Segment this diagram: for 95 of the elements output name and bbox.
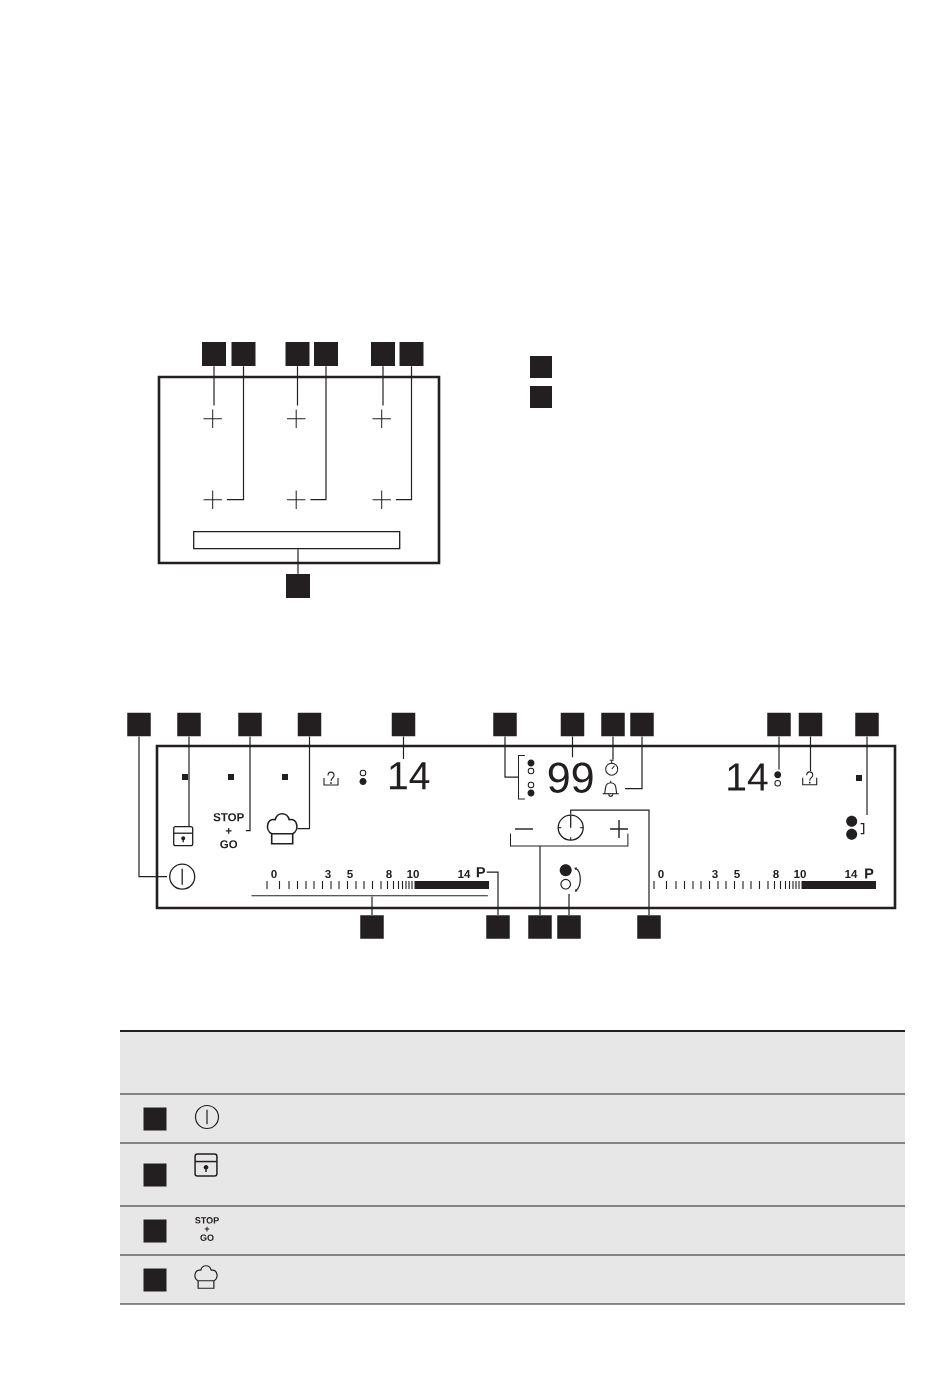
display-digits: 99 [548,762,593,793]
panel-strip [193,531,401,550]
scale-number: 5 [734,870,740,878]
callout-square [637,915,661,939]
callout-square [143,1268,167,1292]
callout-square [143,1163,167,1187]
leader-line [504,735,520,778]
rotate-icon [559,864,581,892]
callout-square [798,712,823,737]
display-digits: 14 [728,763,768,791]
leader-line [612,735,614,761]
leader-line [188,735,190,828]
scale-letter: P [865,868,874,879]
leader-line [809,735,812,772]
callout-square [399,342,424,366]
scale-number: 3 [325,869,331,879]
leader-line [571,735,574,758]
cross-mark [372,409,392,429]
bracket [510,833,629,847]
scale-number: 3 [712,869,718,879]
scale-number: 14 [458,870,471,878]
lock-icon [173,826,194,847]
underline [251,895,489,897]
cross-mark [286,490,306,510]
cross-mark [203,490,223,510]
chef-hat-icon [266,812,298,845]
callout-square [143,1107,167,1131]
callout-square [560,712,585,737]
leader-line [539,845,541,916]
callout-square [391,712,416,737]
scale-number: 5 [347,870,353,878]
leader-line [778,735,780,771]
stop-go-label: STOP + GO [213,813,244,849]
scale-number: 0 [271,869,277,879]
callout-square [202,342,226,366]
control-panel [155,744,897,910]
scale-number: 10 [794,869,806,879]
scale-letter: P [476,867,486,878]
leader-line [486,871,499,916]
leader-line [624,735,643,790]
leader-line [371,895,373,916]
callout-square [528,915,552,939]
callout-square [530,386,552,408]
callout-square [297,712,322,737]
callout-square [601,712,625,737]
leader-line [296,735,311,830]
leader-line [226,365,245,501]
callout-square [231,342,256,366]
bell-icon [602,780,620,797]
leader-line [382,365,384,407]
callout-square [486,915,510,939]
stop-go-label: STOP + GO [195,1217,219,1241]
cross-mark [372,490,392,510]
callout-square [238,712,262,737]
bracket [518,755,526,800]
leader-line [296,365,299,407]
callout-square [285,342,310,366]
stopwatch-icon [605,759,619,776]
callout-square [855,712,879,737]
leader-line [309,365,327,501]
leader-line [866,735,868,816]
callout-square [177,712,201,737]
cross-mark [203,409,223,429]
display-digits: 14 [389,762,430,790]
callout-square [371,342,395,366]
callout-square [630,712,654,737]
cross-mark [286,409,306,429]
callout-square [127,712,151,737]
leader-line [568,893,570,916]
dots-bracket-icon [846,815,865,840]
question-icon [802,771,818,786]
callout-square [360,915,384,939]
leader-line [402,735,405,760]
power-icon [169,863,196,890]
callout-square [557,915,581,939]
callout-square [767,712,791,737]
callout-square [143,1219,167,1243]
leader-line [395,365,413,501]
callout-square [314,342,338,366]
hob-outline [157,375,441,565]
scale-number: 8 [773,869,779,879]
leader-line [245,735,251,832]
scale-number: 10 [407,869,419,879]
leader-line [138,735,168,878]
callout-square [286,574,310,598]
scale-number: 8 [386,869,392,879]
clock-icon [557,814,584,841]
leader-line [213,365,215,407]
scale-number: 0 [658,869,664,879]
leader-line [297,548,299,575]
dots-icon [774,771,782,787]
leader-line [570,809,650,916]
scale-number: 14 [845,870,858,878]
callout-square [493,712,517,737]
callout-square [530,356,552,378]
